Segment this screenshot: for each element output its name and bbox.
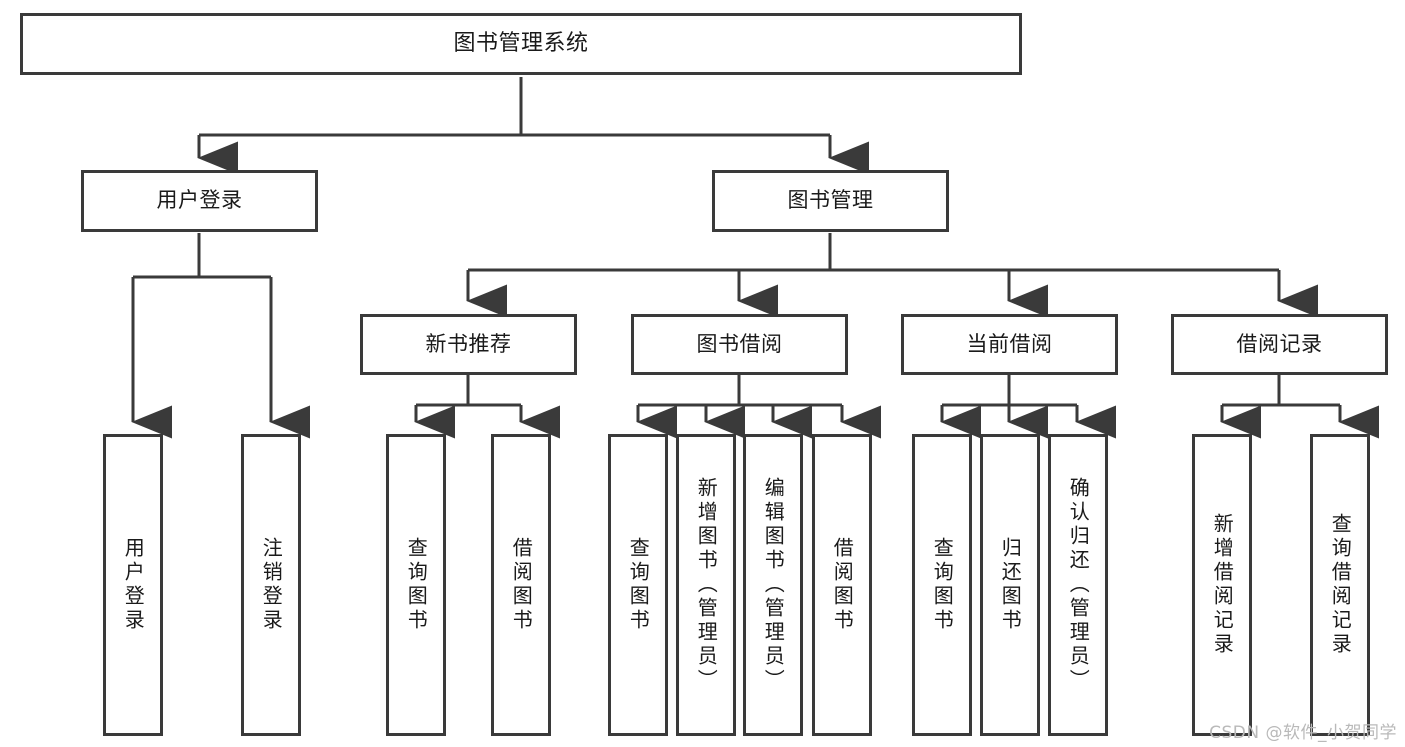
node-label: 用户登录 [156, 188, 243, 213]
node-current-borrow[interactable]: 当前借阅 [901, 314, 1118, 375]
node-label: 用户登录 [121, 537, 146, 633]
node-borrow-records[interactable]: 借阅记录 [1171, 314, 1388, 375]
node-label: 借阅记录 [1236, 331, 1323, 356]
node-label: 借阅图书 [509, 537, 534, 633]
leaf-query-book-cb[interactable]: 查询图书 [912, 434, 972, 736]
leaf-borrow-book-bb[interactable]: 借阅图书 [812, 434, 872, 736]
leaf-edit-book-admin[interactable]: 编辑图书（管理员） [743, 434, 803, 736]
node-label: 借阅图书 [830, 537, 855, 633]
leaf-logout[interactable]: 注销登录 [241, 434, 301, 736]
leaf-add-book-admin[interactable]: 新增图书（管理员） [676, 434, 736, 736]
leaf-query-book-nb[interactable]: 查询图书 [386, 434, 446, 736]
leaf-borrow-book-nb[interactable]: 借阅图书 [491, 434, 551, 736]
node-label: 归还图书 [998, 537, 1023, 633]
node-book-management[interactable]: 图书管理 [712, 170, 949, 232]
node-label: 查询图书 [930, 537, 955, 633]
node-label: 当前借阅 [966, 331, 1053, 356]
node-label: 查询图书 [626, 537, 651, 633]
node-label: 查询借阅记录 [1328, 513, 1353, 657]
node-label: 新增图书（管理员） [694, 477, 719, 693]
leaf-return-book[interactable]: 归还图书 [980, 434, 1040, 736]
node-user-login[interactable]: 用户登录 [81, 170, 318, 232]
node-label: 确认归还（管理员） [1066, 477, 1091, 693]
node-label: 新书推荐 [425, 331, 512, 356]
node-book-borrow[interactable]: 图书借阅 [631, 314, 848, 375]
leaf-query-borrow-record[interactable]: 查询借阅记录 [1310, 434, 1370, 736]
node-label: 编辑图书（管理员） [761, 477, 786, 693]
leaf-add-borrow-record[interactable]: 新增借阅记录 [1192, 434, 1252, 736]
watermark: CSDN @软件_小贺同学 [1209, 723, 1397, 743]
node-label: 查询图书 [404, 537, 429, 633]
node-new-book-recommend[interactable]: 新书推荐 [360, 314, 577, 375]
node-label: 图书管理 [787, 188, 874, 213]
leaf-user-login[interactable]: 用户登录 [103, 434, 163, 736]
node-root-system[interactable]: 图书管理系统 [20, 13, 1022, 75]
leaf-query-book-bb[interactable]: 查询图书 [608, 434, 668, 736]
node-label: 注销登录 [259, 537, 284, 633]
leaf-confirm-return-admin[interactable]: 确认归还（管理员） [1048, 434, 1108, 736]
node-label: 新增借阅记录 [1210, 513, 1235, 657]
node-label: 图书借阅 [696, 331, 783, 356]
node-label: 图书管理系统 [453, 30, 589, 56]
